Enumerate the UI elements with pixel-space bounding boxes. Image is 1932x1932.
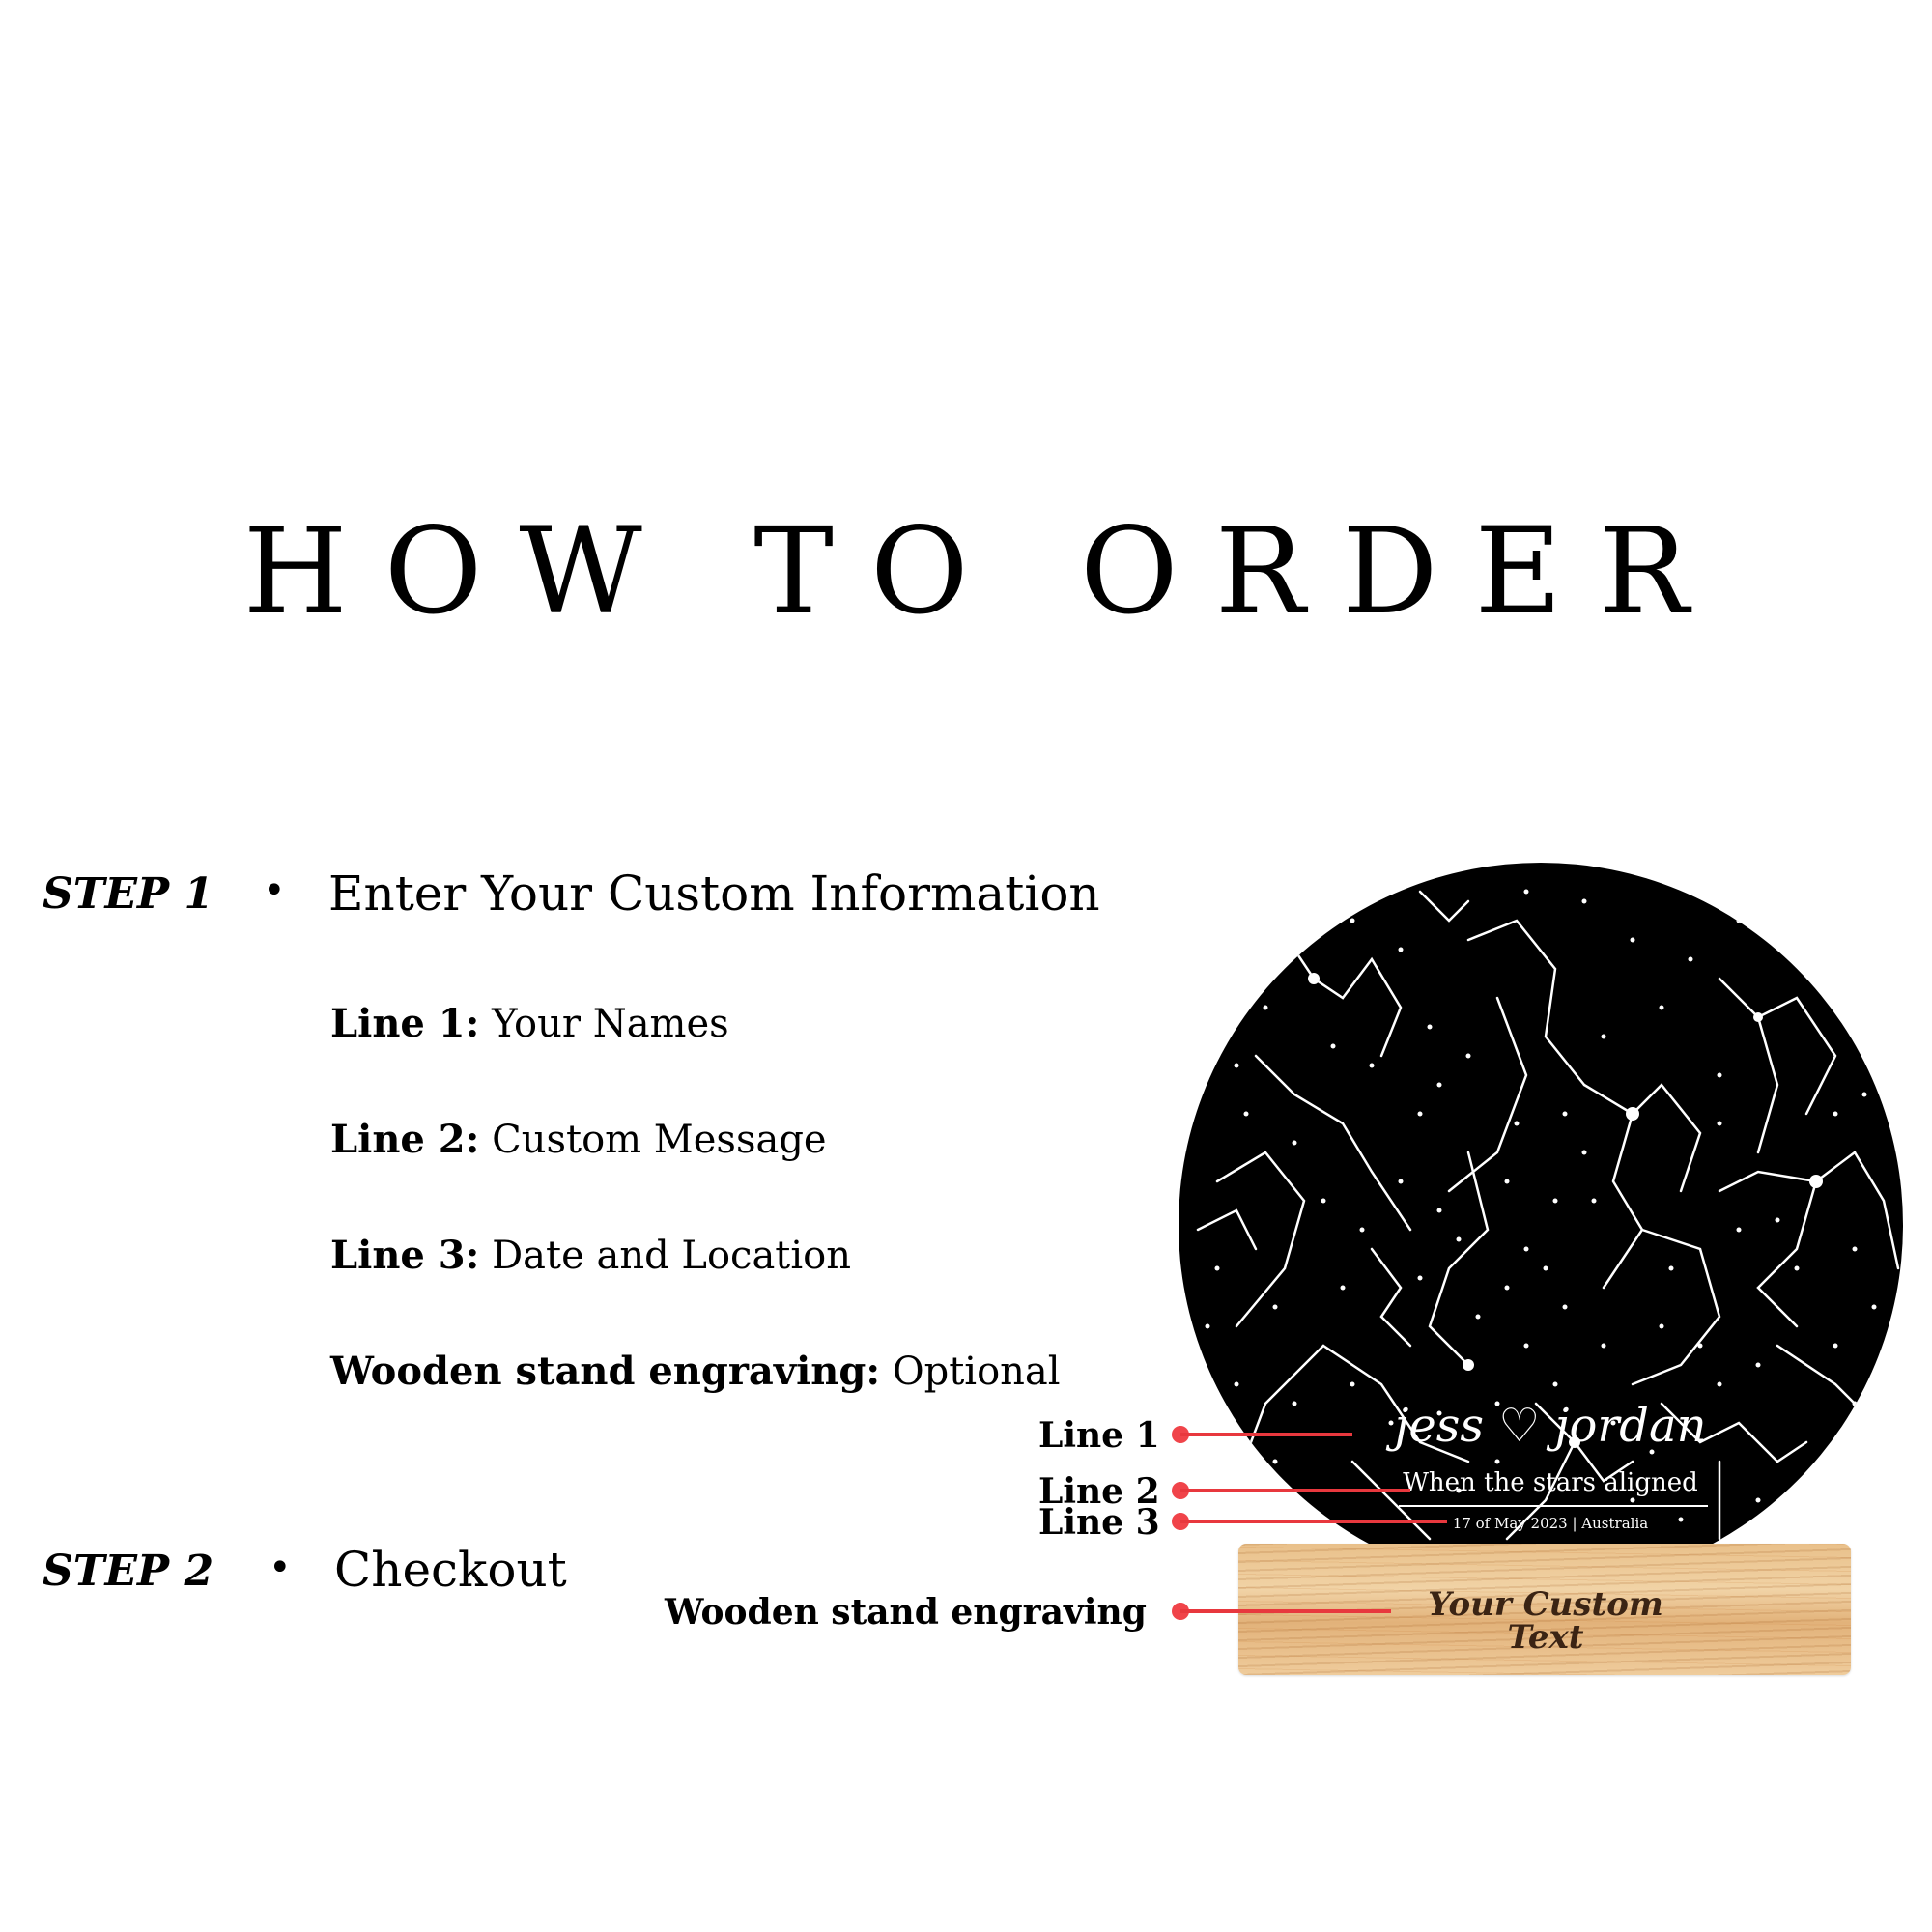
field-line-3-key: Line 3: (330, 1233, 480, 1278)
field-line-1-key: Line 1: (330, 1001, 480, 1046)
step-2-label: STEP 2 (43, 1547, 214, 1596)
field-engraving-key: Wooden stand engraving: (330, 1349, 881, 1394)
field-engraving-value: Optional (892, 1350, 1061, 1394)
step-1-bullet: • (263, 868, 286, 913)
step-2-text: Checkout (334, 1542, 567, 1598)
field-line-3-value: Date and Location (492, 1234, 852, 1278)
callout-line-2-label: Line 2 (1038, 1471, 1160, 1512)
step-1-label: STEP 1 (43, 869, 214, 919)
field-line-2-value: Custom Message (492, 1118, 827, 1162)
callout-line-2-leader (1180, 1489, 1410, 1492)
star-map-constellations (1196, 889, 1900, 1541)
step-2-bullet: • (269, 1546, 292, 1590)
disc-names-text: jess ♡ jordan (1394, 1399, 1707, 1453)
callout-line-3-label: Line 3 (1038, 1502, 1160, 1543)
page-title: HOW TO ORDER (242, 502, 1726, 641)
field-line-2: Line 2: Custom Message (330, 1118, 827, 1162)
field-engraving: Wooden stand engraving: Optional (330, 1349, 1061, 1394)
field-line-2-key: Line 2: (330, 1117, 480, 1162)
callout-line-1-leader (1180, 1433, 1352, 1436)
stand-engraving-text: Your Custom Text (1428, 1585, 1663, 1657)
disc-date-location-text: 17 of May 2023 | Australia (1452, 1515, 1649, 1532)
step-1-text: Enter Your Custom Information (328, 866, 1100, 922)
callout-line-3-leader (1180, 1520, 1447, 1523)
disc-message-text: When the stars aligned (1403, 1468, 1698, 1497)
star-map-disc (1179, 863, 1903, 1587)
field-line-1: Line 1: Your Names (330, 1002, 729, 1046)
callout-engraving-leader (1180, 1609, 1391, 1613)
field-line-1-value: Your Names (492, 1002, 729, 1046)
callout-engraving-label: Wooden stand engraving (665, 1592, 1147, 1633)
callout-line-1-label: Line 1 (1038, 1415, 1160, 1456)
field-line-3: Line 3: Date and Location (330, 1233, 852, 1278)
disc-divider (1399, 1505, 1708, 1507)
